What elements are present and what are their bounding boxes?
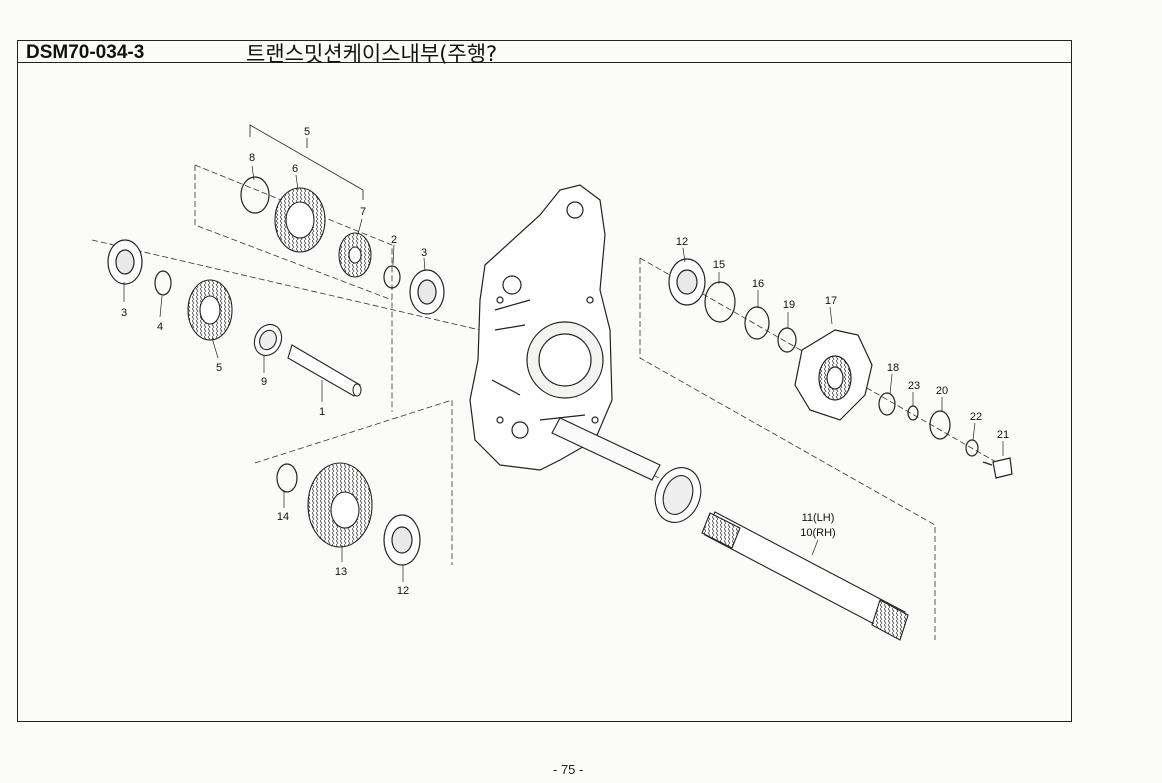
page-number: - 75 - <box>553 762 584 777</box>
callout-6: 6 <box>292 163 298 175</box>
leader-lines <box>123 165 1004 582</box>
callout-18: 18 <box>887 362 899 374</box>
header-divider <box>17 62 1072 63</box>
callout-labels: 5 8 6 7 2 3 3 4 5 9 1 14 13 12 12 15 16 … <box>121 126 1009 597</box>
callout-23: 23 <box>908 380 920 392</box>
washer-16 <box>744 306 770 340</box>
washer-2 <box>383 265 401 289</box>
callout-4: 4 <box>157 321 163 333</box>
washer-18 <box>878 392 896 416</box>
gear-5 <box>187 279 233 341</box>
rings-and-washers <box>154 176 979 493</box>
callout-19: 19 <box>783 299 795 311</box>
washer-19 <box>777 327 797 353</box>
hub-17 <box>794 329 873 421</box>
callout-3-left: 3 <box>121 307 127 319</box>
callout-21: 21 <box>997 429 1009 441</box>
callout-15: 15 <box>713 259 725 271</box>
callout-7: 7 <box>360 206 366 218</box>
shaft-1 <box>253 323 362 397</box>
callout-20: 20 <box>936 385 948 397</box>
callout-12-top: 12 <box>676 236 688 248</box>
bearing-12-right <box>668 258 706 306</box>
axle-shaft <box>551 417 909 641</box>
callout-5-bottom: 5 <box>216 362 222 374</box>
bolt-21 <box>982 457 1013 479</box>
callout-1: 1 <box>319 406 325 418</box>
snap-ring-8 <box>240 176 270 214</box>
callout-9: 9 <box>261 376 267 388</box>
gear-6 <box>274 187 326 253</box>
callout-16: 16 <box>752 278 764 290</box>
callout-10: 10(RH) <box>800 527 835 539</box>
callout-3-right: 3 <box>421 247 427 259</box>
callout-5-bracket <box>249 124 364 200</box>
washer-4 <box>154 270 172 296</box>
snap-ring-15 <box>704 281 736 323</box>
callout-5-top: 5 <box>304 126 310 138</box>
bearing-3-right <box>409 269 445 315</box>
gear-13 <box>307 462 373 548</box>
callout-8: 8 <box>249 152 255 164</box>
washer-20 <box>929 410 951 440</box>
callout-14: 14 <box>277 511 289 523</box>
part-code: DSM70-034-3 <box>26 42 145 63</box>
washer-22 <box>965 439 979 457</box>
callout-11: 11(LH) <box>802 512 835 524</box>
washer-23 <box>907 405 919 421</box>
bearing-3-left <box>107 239 143 285</box>
gear-7 <box>338 232 372 278</box>
bearing-12-left <box>383 514 421 566</box>
bearings <box>107 239 706 566</box>
callout-2: 2 <box>391 234 397 246</box>
drawing-frame <box>17 40 1072 722</box>
callout-22: 22 <box>970 411 982 423</box>
gears <box>187 187 373 548</box>
callout-13: 13 <box>335 566 347 578</box>
callout-17: 17 <box>825 295 837 307</box>
callout-12-bottom: 12 <box>397 585 409 597</box>
snap-ring-14 <box>276 463 298 493</box>
sheet-title: 트랜스밋션케이스내부(주행? <box>246 42 498 66</box>
transmission-case <box>469 184 613 471</box>
